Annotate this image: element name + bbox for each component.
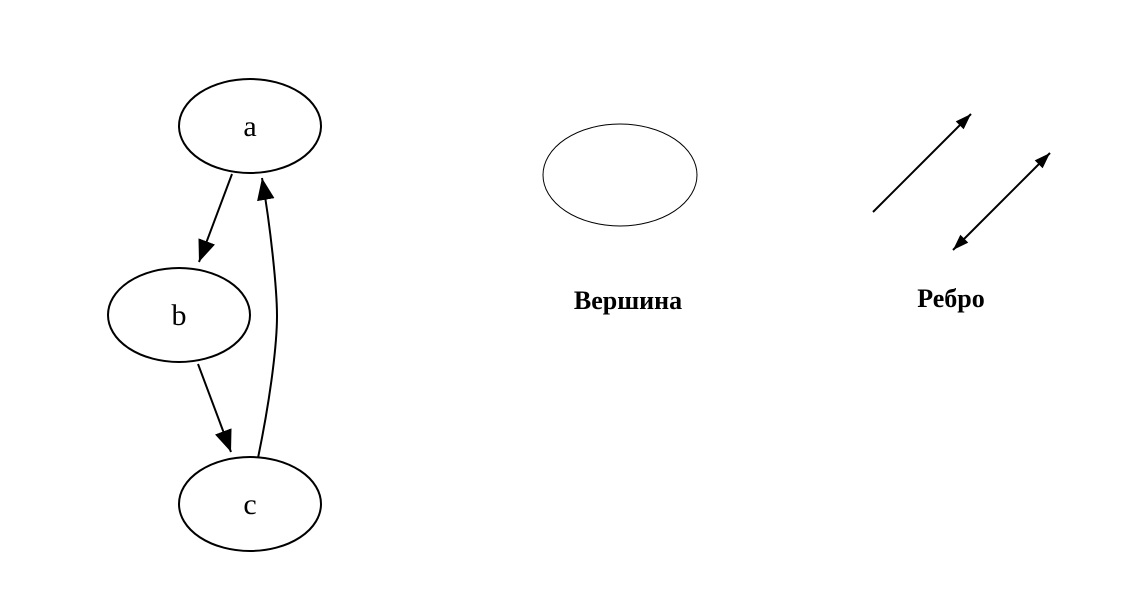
edge-b-to-c: [197, 363, 232, 453]
legend-vertex: Вершина: [542, 123, 698, 315]
legend-bidirectional-edge-arrow: [952, 152, 1051, 251]
graph-node-b: b: [107, 267, 251, 363]
graph-edges: [197, 173, 279, 459]
legend-directed-edge-arrow: [872, 113, 972, 213]
node-c-shape: [178, 456, 322, 552]
graph-node-c: c: [178, 456, 322, 552]
legend-vertex-shape: [542, 123, 698, 227]
node-b-shape: [107, 267, 251, 363]
legend-vertex-label: Вершина: [574, 286, 682, 315]
node-a-label: a: [243, 110, 256, 143]
legend-edge: Ребро: [872, 113, 1051, 313]
node-b-label: b: [172, 299, 187, 332]
graph-node-a: a: [178, 78, 322, 174]
edge-c-to-a: [257, 177, 279, 459]
edge-a-to-b: [198, 173, 233, 263]
legend-edge-label: Ребро: [917, 284, 985, 313]
node-a-shape: [178, 78, 322, 174]
node-c-label: c: [243, 488, 256, 521]
